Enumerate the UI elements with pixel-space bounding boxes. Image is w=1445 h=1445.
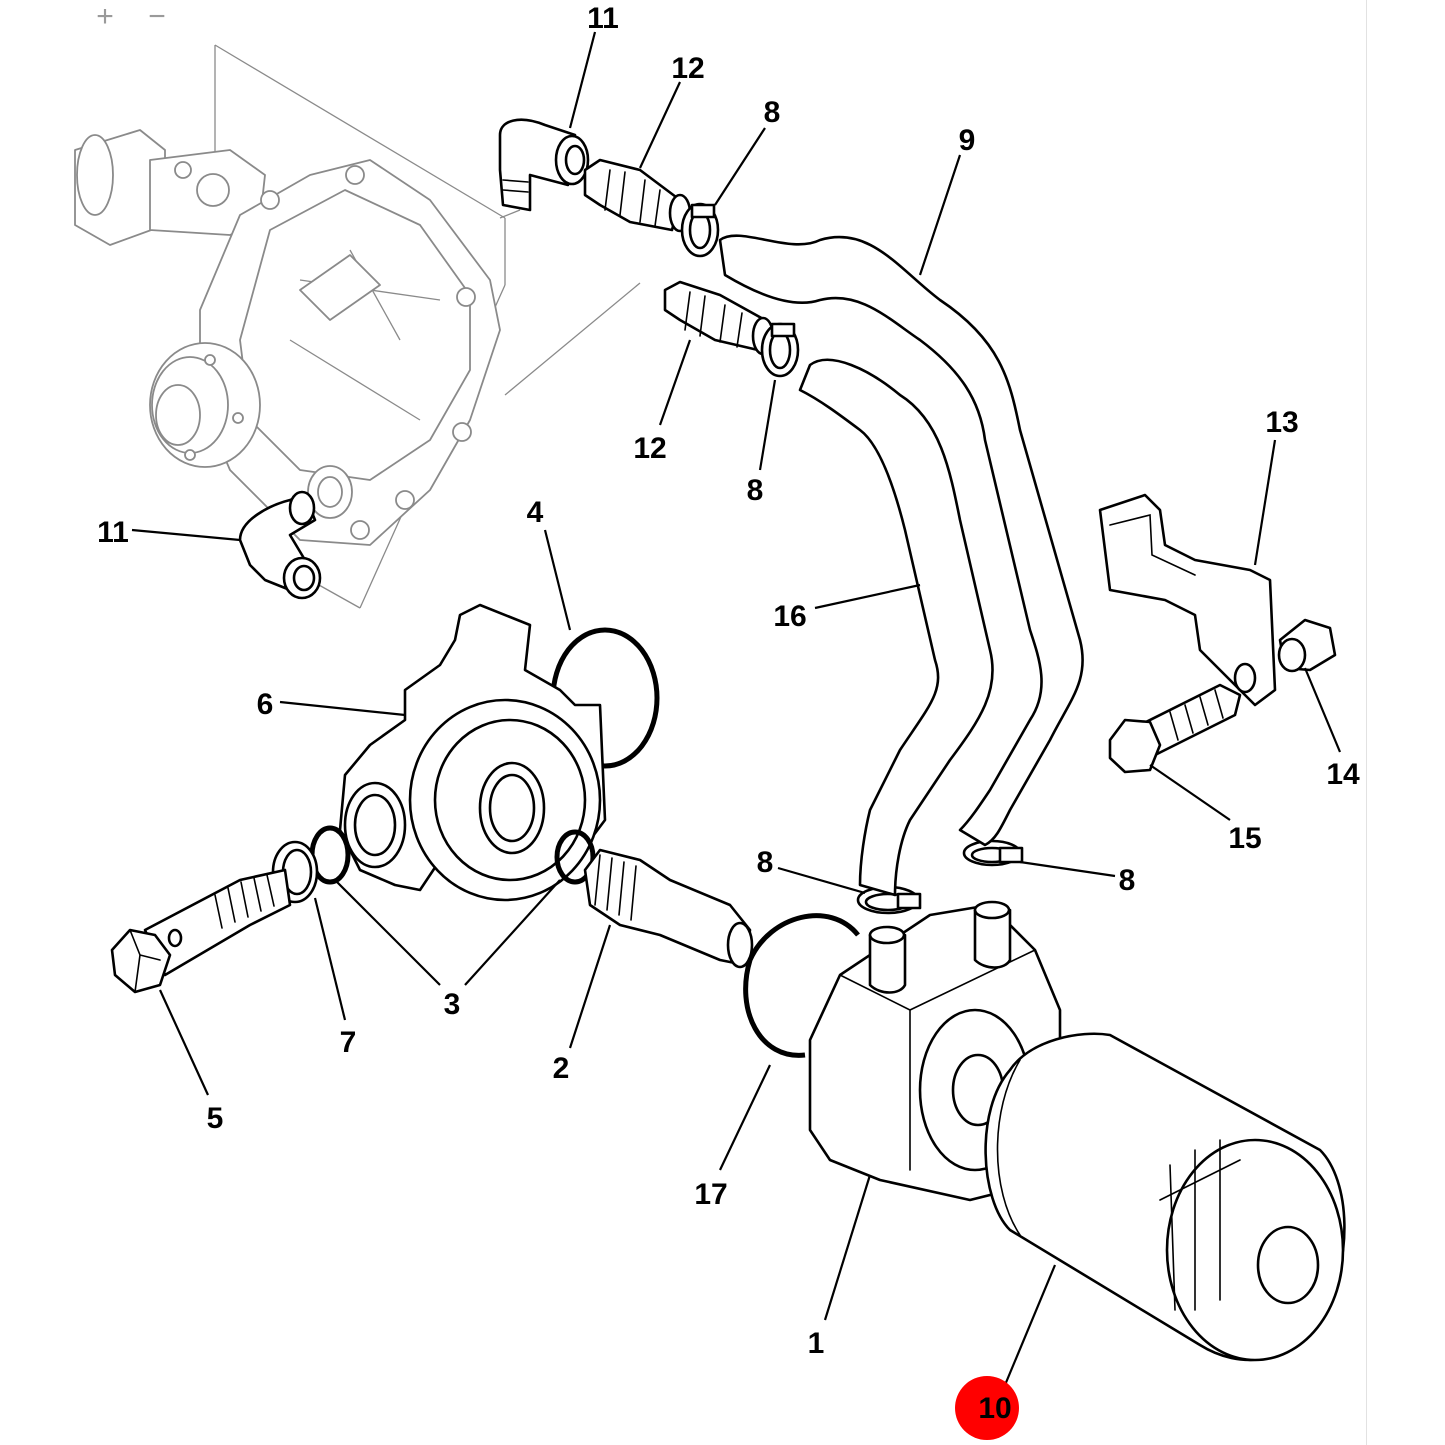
part-2-adaptor (583, 848, 754, 969)
label-part-4[interactable]: 4 (527, 496, 544, 529)
label-part-13[interactable]: 13 (1265, 406, 1298, 439)
part-14-spacer (1277, 618, 1337, 673)
part-11-elbow-bottom (238, 490, 322, 600)
part-12-fitting-top (583, 158, 692, 233)
callout-labels: 11 12 8 9 12 8 13 11 4 6 16 14 15 8 8 3 … (97, 2, 1360, 1360)
label-part-12-bottom[interactable]: 12 (633, 432, 666, 465)
zoom-in-button[interactable]: + (96, 0, 114, 33)
label-part-6[interactable]: 6 (257, 688, 274, 721)
label-part-11-bottom[interactable]: 11 (97, 516, 129, 549)
part-6-filter-housing (338, 603, 607, 902)
label-part-7[interactable]: 7 (340, 1026, 357, 1059)
label-part-8-right[interactable]: 8 (1119, 864, 1136, 897)
label-part-11-top[interactable]: 11 (587, 2, 619, 35)
part-17-o-ring (743, 913, 860, 1058)
label-part-5[interactable]: 5 (207, 1102, 224, 1135)
label-part-8-left[interactable]: 8 (757, 846, 774, 879)
label-part-1[interactable]: 1 (808, 1327, 825, 1360)
zoom-out-button[interactable]: − (148, 0, 166, 33)
label-part-17[interactable]: 17 (694, 1178, 727, 1211)
highlighted-callout-part-10[interactable]: 10 (955, 1376, 1019, 1440)
leader-lines (131, 31, 1342, 1386)
part-16-hose (798, 358, 994, 897)
label-part-8-top[interactable]: 8 (764, 96, 781, 129)
label-part-10[interactable]: 10 (978, 1392, 1011, 1425)
label-part-12-top[interactable]: 12 (671, 52, 704, 85)
label-part-2[interactable]: 2 (553, 1052, 570, 1085)
label-part-8-middle[interactable]: 8 (747, 474, 764, 507)
part-9-hose (718, 234, 1084, 847)
part-3-o-ring-right (554, 829, 596, 885)
part-11-elbow-top (498, 118, 590, 212)
part-8-clamps (680, 202, 1024, 915)
zoom-controls: + − (88, 2, 174, 32)
part-5-bolt (110, 868, 292, 994)
part-10-oil-filter (984, 1032, 1346, 1362)
label-part-14[interactable]: 14 (1326, 758, 1360, 791)
part-13-bracket (1098, 493, 1277, 707)
part-15-bolt (1108, 683, 1242, 774)
label-part-15[interactable]: 15 (1228, 822, 1261, 855)
label-part-3[interactable]: 3 (444, 988, 461, 1021)
highlight-marker (955, 1376, 1019, 1440)
panel-divider (1366, 0, 1367, 1445)
label-part-9[interactable]: 9 (959, 124, 976, 157)
water-pump-housing-drawing (74, 44, 641, 609)
label-part-16[interactable]: 16 (773, 600, 806, 633)
